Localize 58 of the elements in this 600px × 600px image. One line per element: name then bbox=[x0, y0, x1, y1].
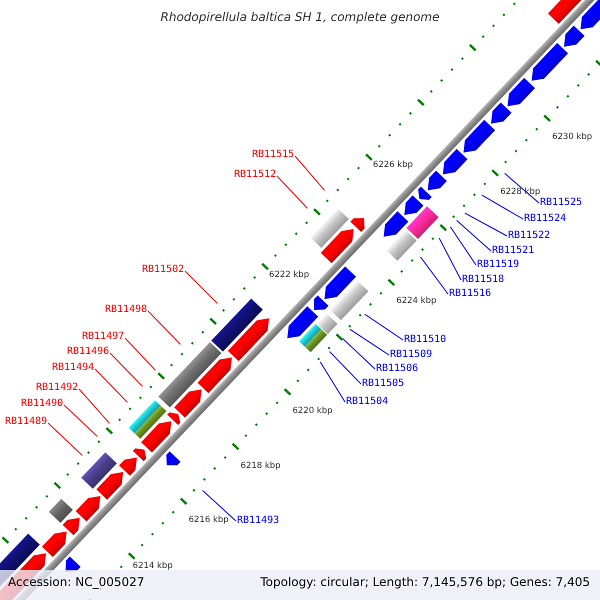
leader-line bbox=[276, 176, 308, 209]
leader-line bbox=[78, 388, 110, 424]
scale-label: 6214 kbp bbox=[132, 561, 173, 571]
leader-line bbox=[110, 352, 143, 387]
gene-label: RB11516 bbox=[449, 288, 492, 300]
gene-label: RB11492 bbox=[36, 382, 78, 394]
leader-line bbox=[438, 238, 462, 280]
leader-line bbox=[481, 194, 524, 220]
leader-line bbox=[349, 328, 390, 356]
leader-line bbox=[342, 338, 376, 370]
leader-line bbox=[456, 220, 492, 252]
gene-label: RB11522 bbox=[508, 230, 550, 242]
gene-label: RB11489 bbox=[5, 416, 48, 428]
gene-label: RB11497 bbox=[82, 331, 124, 343]
leader-line bbox=[184, 270, 218, 304]
gene-label: RB11524 bbox=[524, 213, 566, 225]
gene-label: RB11504 bbox=[346, 396, 388, 408]
scale-label: 6216 kbp bbox=[188, 515, 229, 526]
leader-line bbox=[364, 314, 404, 340]
gene-label: RB11509 bbox=[390, 349, 432, 361]
gene-label: RB11493 bbox=[237, 515, 280, 527]
scale-label: 6226 kbp bbox=[372, 160, 413, 170]
gene-label: RB11510 bbox=[404, 334, 446, 346]
leader-line bbox=[420, 256, 448, 294]
gene-label: RB11496 bbox=[67, 346, 110, 358]
gene-label: RB11494 bbox=[52, 362, 94, 374]
scale-label: 6228 kbp bbox=[500, 186, 540, 197]
leader-line bbox=[124, 338, 156, 371]
leader-line bbox=[450, 226, 476, 266]
gene-label: RB11506 bbox=[376, 363, 418, 375]
scale-label: 6224 kbp bbox=[396, 296, 436, 306]
gene-label: RB11512 bbox=[234, 169, 276, 181]
leader-line bbox=[504, 172, 540, 204]
leader-line bbox=[464, 212, 508, 236]
gene-label: RB11519 bbox=[477, 259, 520, 271]
footer-text: Accession: NC_005027 bbox=[8, 574, 144, 590]
scale-label: 6220 kbp bbox=[292, 406, 333, 416]
leader-line bbox=[48, 422, 83, 456]
leader-line bbox=[320, 361, 346, 402]
leader-line bbox=[94, 368, 128, 403]
gene-label: RB11490 bbox=[21, 398, 64, 410]
leader-line bbox=[329, 351, 362, 384]
gene-label: RB11515 bbox=[252, 149, 294, 161]
gene-label: RB11521 bbox=[492, 245, 534, 257]
scale-label: 6218 kbp bbox=[240, 460, 281, 471]
leader-line bbox=[294, 156, 326, 191]
footer-text: Topology: circular; Length: 7,145,576 bp; Genes: 7,405 bbox=[260, 574, 590, 590]
gene-label: RB11505 bbox=[362, 378, 404, 390]
gene-label: RB11525 bbox=[540, 197, 582, 209]
gene-label: RB11502 bbox=[142, 264, 184, 276]
leader-line bbox=[148, 310, 181, 345]
leader-line bbox=[64, 404, 98, 437]
gene-label: RB11518 bbox=[462, 274, 504, 286]
scale-label: 6230 kbp bbox=[552, 132, 592, 142]
scale-label: 6222 kbp bbox=[269, 270, 310, 280]
gene-label: RB11498 bbox=[105, 304, 148, 316]
diagram-title: Rhodopirellula baltica SH 1, complete genome bbox=[160, 10, 440, 25]
leader-line bbox=[202, 490, 236, 522]
